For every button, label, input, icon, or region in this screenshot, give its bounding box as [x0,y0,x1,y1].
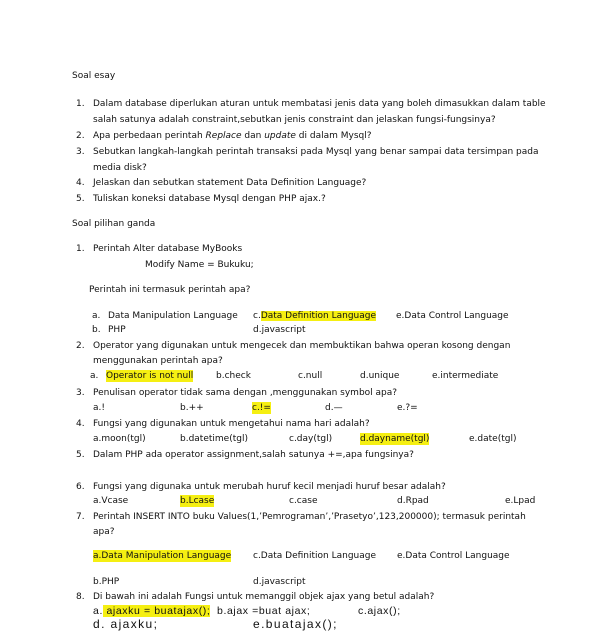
mc-q3-option-a: a.! [93,403,105,413]
mc-q2-option-c: c.null [298,371,323,381]
mc-q6-option-c: c.case [289,496,318,506]
essay-q2-update: update [264,131,296,141]
mc-q8-option-c: c.ajax(); [358,605,401,617]
mc-q3-option-c-highlight: c.!= [252,402,271,414]
mc-q4-option-b: b.datetime(tgl) [180,434,248,444]
essay-q3-number: 3. [76,147,85,157]
mc-q7-line1: Perintah INSERT INTO buku Values(1,’Pemr… [93,512,526,522]
mc-q1-option-a-label: a. [92,311,101,321]
essay-q5-number: 5. [76,194,85,204]
mc-q1-line2: Modify Name = Bukuku; [145,260,254,270]
mc-q3-option-e: e.?= [397,403,418,413]
mc-q2-line1: Operator yang digunakan untuk mengecek d… [93,341,511,351]
mc-q2-option-a-label: a. [90,371,99,381]
mc-q4-option-a: a.moon(tgl) [93,434,146,444]
mc-q1-line1: Perintah Alter database MyBooks [93,244,243,254]
mc-q1-option-e: e.Data Control Language [396,311,509,321]
mc-q2-option-b: b.check [216,371,251,381]
essay-q1-line1: Dalam database diperlukan aturan untuk m… [93,99,546,109]
mc-q2-number: 2. [76,341,85,351]
mc-q3-text: Penulisan operator tidak sama dengan ,me… [93,388,398,398]
mc-q6-text: Fungsi yang digunaka untuk merubah huruf… [93,482,446,492]
essay-heading: Soal esay [72,71,116,81]
mc-q8-number: 8. [76,592,85,602]
essay-q3-line2: media disk? [93,163,147,173]
mc-q1-option-c-highlight: Data Definition Language [260,311,377,321]
essay-q1-line2: salah satunya adalah constraint,sebutkan… [93,115,496,125]
essay-q1-number: 1. [76,99,85,109]
mc-q6-option-d: d.Rpad [397,496,429,506]
mc-q2-option-e: e.intermediate [432,371,499,381]
mc-q3-option-d: d.— [325,403,343,413]
essay-q2-post: di dalam Mysql? [295,131,372,141]
essay-q2-pre: Apa perbedaan perintah [93,131,206,141]
mc-q7-option-d: d.javascript [253,577,306,587]
mc-q3-number: 3. [76,388,85,398]
mc-q4-option-d-highlight: d.dayname(tgl) [360,433,430,445]
essay-q4-text: Jelaskan dan sebutkan statement Data Def… [93,178,367,188]
mc-q6-option-e: e.Lpad [505,496,536,506]
mc-q2-line2: menggunakan perintah apa? [93,356,223,366]
mc-q6-number: 6. [76,482,85,492]
mc-q7-option-e: e.Data Control Language [397,551,510,561]
essay-q5-text: Tuliskan koneksi database Mysql dengan P… [93,194,326,204]
mc-q4-option-c: c.day(tgl) [289,434,333,444]
mc-q8-option-a: a. ajaxku = buatajax(); [93,605,211,617]
mc-q1-question: Perintah ini termasuk perintah apa? [89,285,251,295]
mc-q1-option-c: c.Data Definition Language [253,310,377,322]
mc-q7-option-a-highlight: a.Data Manipulation Language [93,550,232,562]
mc-q2-option-a-highlight: Operator is not null [106,370,194,382]
mc-q8-text: Di bawah ini adalah Fungsi untuk memangg… [93,592,435,602]
mc-q1-option-d: d.javascript [253,325,306,335]
mc-q8-option-a-highlight: ajaxku = buatajax(); [102,605,211,617]
mc-heading: Soal pilihan ganda [72,219,156,229]
mc-q4-number: 4. [76,419,85,429]
mc-q7-line2: apa? [93,527,115,537]
essay-q2-text: Apa perbedaan perintah Replace dan updat… [93,130,372,142]
mc-q8-option-e: e.buatajax(); [253,617,338,631]
mc-q3-option-b: b.++ [180,403,204,413]
mc-q7-option-b: b.PHP [93,577,120,587]
mc-q6-option-b-highlight: b.Lcase [180,495,215,507]
mc-q1-option-b-label: b. [92,325,101,335]
mc-q4-text: Fungsi yang digunakan untuk mengetahui n… [93,419,370,429]
mc-q5-number: 5. [76,450,85,460]
essay-q3-line1: Sebutkan langkah-langkah perintah transa… [93,147,539,157]
mc-q5-text: Dalam PHP ada operator assignment,salah … [93,450,414,460]
mc-q4-option-e: e.date(tgl) [469,434,517,444]
essay-q4-number: 4. [76,178,85,188]
mc-q1-number: 1. [76,244,85,254]
essay-q2-mid: dan [241,131,265,141]
mc-q7-number: 7. [76,512,85,522]
mc-q8-option-b: b.ajax =buat ajax; [217,605,311,617]
mc-q7-option-c: c.Data Definition Language [253,551,377,561]
mc-q6-option-a: a.Vcase [93,496,129,506]
mc-q1-option-c-label: c. [253,311,261,321]
mc-q8-option-d: d. ajaxku; [93,617,159,631]
essay-q2-number: 2. [76,131,85,141]
mc-q2-option-d: d.unique [360,371,400,381]
mc-q8-option-a-label: a. [93,605,103,617]
mc-q1-option-b: PHP [108,325,126,335]
mc-q1-option-a: Data Manipulation Language [108,311,238,321]
essay-q2-replace: Replace [205,131,242,141]
